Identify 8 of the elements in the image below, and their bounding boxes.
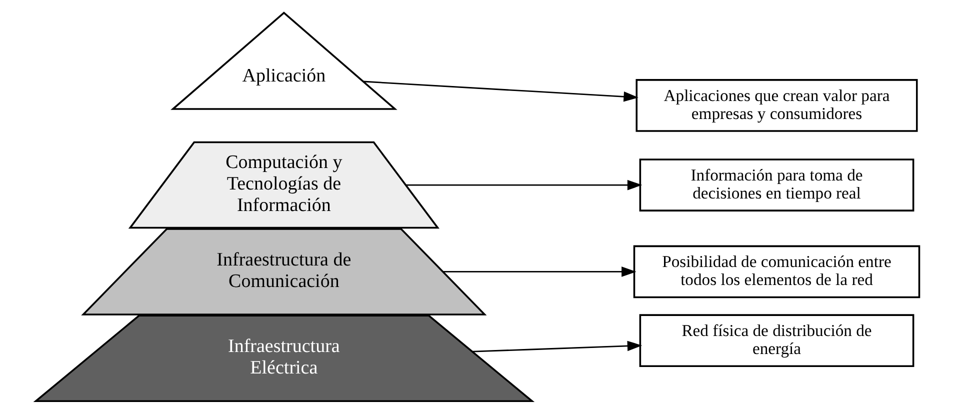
arrow [362,80,638,102]
arrow [442,266,636,277]
arrow [472,340,642,352]
arrow [406,180,642,190]
node-box: Posibilidad de comunicación entre todos los elementos de la red [632,245,920,298]
node-box: Aplicaciones que crean valor para empresas y consumidores [635,79,918,132]
node-box: Información para toma de decisiones en tiempo real [638,158,914,212]
node-box: Red física de distribución de energía [638,314,914,368]
